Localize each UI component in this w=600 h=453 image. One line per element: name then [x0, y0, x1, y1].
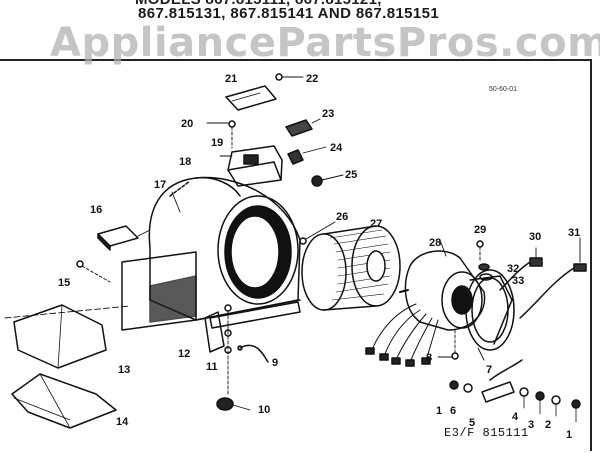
part-9-wire [237, 344, 269, 363]
callout-20: 20 [181, 118, 193, 130]
part-10-nut [216, 397, 251, 411]
callout-1a: 1 [436, 405, 442, 417]
callout-21: 21 [225, 73, 237, 85]
part-15-screw [76, 260, 111, 283]
part-24-fitting [287, 146, 327, 165]
watermark: AppliancePartsPros.com [50, 20, 600, 66]
callout-2: 2 [545, 419, 551, 431]
callout-6: 6 [450, 405, 456, 417]
part-28-motor [365, 239, 486, 367]
callout-4: 4 [512, 411, 519, 423]
part-26-screw [299, 221, 336, 245]
callout-24: 24 [330, 142, 343, 154]
callout-25: 25 [345, 169, 357, 181]
callout-5: 5 [469, 417, 475, 429]
callout-30: 30 [529, 231, 541, 243]
callout-12: 12 [178, 348, 190, 360]
part-33-clip [479, 273, 493, 281]
part-12-bracket [204, 311, 225, 353]
callout-33: 33 [512, 275, 524, 287]
header-models: 867.815131, 867.815141 AND 867.815151 [138, 5, 440, 22]
sheet-id: 50-60-01 [489, 86, 518, 93]
callout-1b: 1 [566, 429, 572, 441]
callout-7: 7 [486, 364, 492, 376]
part-19-control-box [219, 145, 283, 187]
header-models-cut: MODELS 867.815111, 867.815121, [135, 0, 382, 8]
part-18-blower-housing [121, 176, 301, 331]
part-20-screw [206, 120, 236, 149]
part-13-panel [4, 304, 131, 369]
callout-8: 8 [426, 352, 432, 364]
part-21-label-plate [225, 85, 277, 111]
part-22-screw [275, 73, 304, 81]
part-14-cover [11, 373, 117, 429]
callout-3: 3 [528, 419, 534, 431]
footer-code: E3/F 815111 [444, 426, 529, 440]
callout-31: 31 [568, 227, 580, 239]
part-1-6-hardware [449, 359, 581, 423]
part-27-blower-wheel [301, 225, 401, 311]
diagram-frame [0, 59, 592, 451]
callout-23: 23 [322, 108, 334, 120]
leader-17 [171, 191, 181, 213]
callout-9: 9 [272, 357, 278, 369]
part-31-terminal [519, 237, 587, 319]
callout-22: 22 [306, 73, 318, 85]
part-8-screw [437, 329, 459, 360]
part-30-terminal [499, 247, 543, 291]
callout-13: 13 [118, 364, 130, 376]
part-32-washer [478, 263, 490, 271]
callout-14: 14 [116, 416, 129, 428]
part-25-nut [311, 174, 344, 187]
callout-17: 17 [154, 179, 166, 191]
part-23-connector [285, 118, 321, 137]
part-16-capacitor [97, 225, 151, 251]
callout-15: 15 [58, 277, 70, 289]
callout-26: 26 [336, 211, 348, 223]
callout-29: 29 [474, 224, 486, 236]
part-29-screw [476, 240, 484, 263]
callout-16: 16 [90, 204, 102, 216]
callout-11: 11 [206, 361, 218, 373]
part-11-screws [224, 304, 232, 397]
callout-28: 28 [429, 237, 441, 249]
callout-32: 32 [507, 263, 519, 275]
callout-10: 10 [258, 404, 270, 416]
callout-18: 18 [179, 156, 191, 168]
callout-19: 19 [211, 137, 223, 149]
part-7-end-shield [465, 269, 515, 361]
callout-27: 27 [370, 218, 382, 230]
